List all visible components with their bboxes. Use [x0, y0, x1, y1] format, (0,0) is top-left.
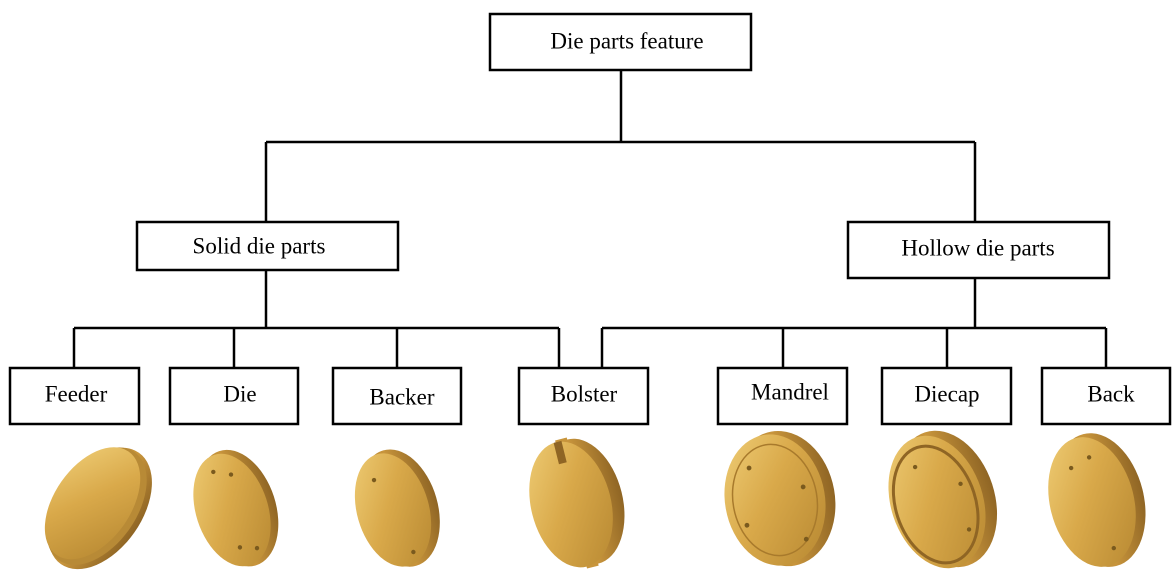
back-disc-icon	[1048, 433, 1146, 567]
backer-disc-icon	[354, 449, 440, 567]
root-node: Die parts feature	[488, 12, 753, 72]
part-node-bolster: Bolster	[517, 366, 650, 426]
group-label-hollow: Hollow die parts	[901, 235, 1054, 260]
bolster-disc-icon	[529, 437, 625, 569]
group-label-solid: Solid die parts	[193, 233, 326, 258]
part-label-die: Die	[223, 381, 256, 406]
root-label: Die parts feature	[550, 28, 703, 53]
group-node-solid: Solid die parts	[135, 220, 400, 272]
group-node-hollow: Hollow die parts	[846, 220, 1111, 280]
mandrel-disc-icon	[724, 431, 836, 567]
part-node-feeder: Feeder	[8, 366, 141, 426]
part-node-back: Back	[1040, 366, 1172, 426]
part-label-diecap: Diecap	[914, 381, 979, 406]
part-node-backer: Backer	[331, 366, 463, 426]
connector-lines	[72, 70, 1108, 368]
diecap-disc-icon	[888, 430, 998, 569]
part-label-bolster: Bolster	[551, 381, 618, 406]
feeder-disc-icon	[44, 447, 152, 570]
part-label-back: Back	[1087, 381, 1135, 406]
part-label-mandrel: Mandrel	[751, 379, 829, 404]
part-node-die: Die	[168, 366, 300, 426]
part-label-feeder: Feeder	[45, 381, 108, 406]
part-node-mandrel: Mandrel	[716, 366, 849, 426]
part-label-backer: Backer	[369, 384, 434, 409]
part-node-diecap: Diecap	[880, 366, 1013, 426]
die-disc-icon	[193, 449, 279, 567]
